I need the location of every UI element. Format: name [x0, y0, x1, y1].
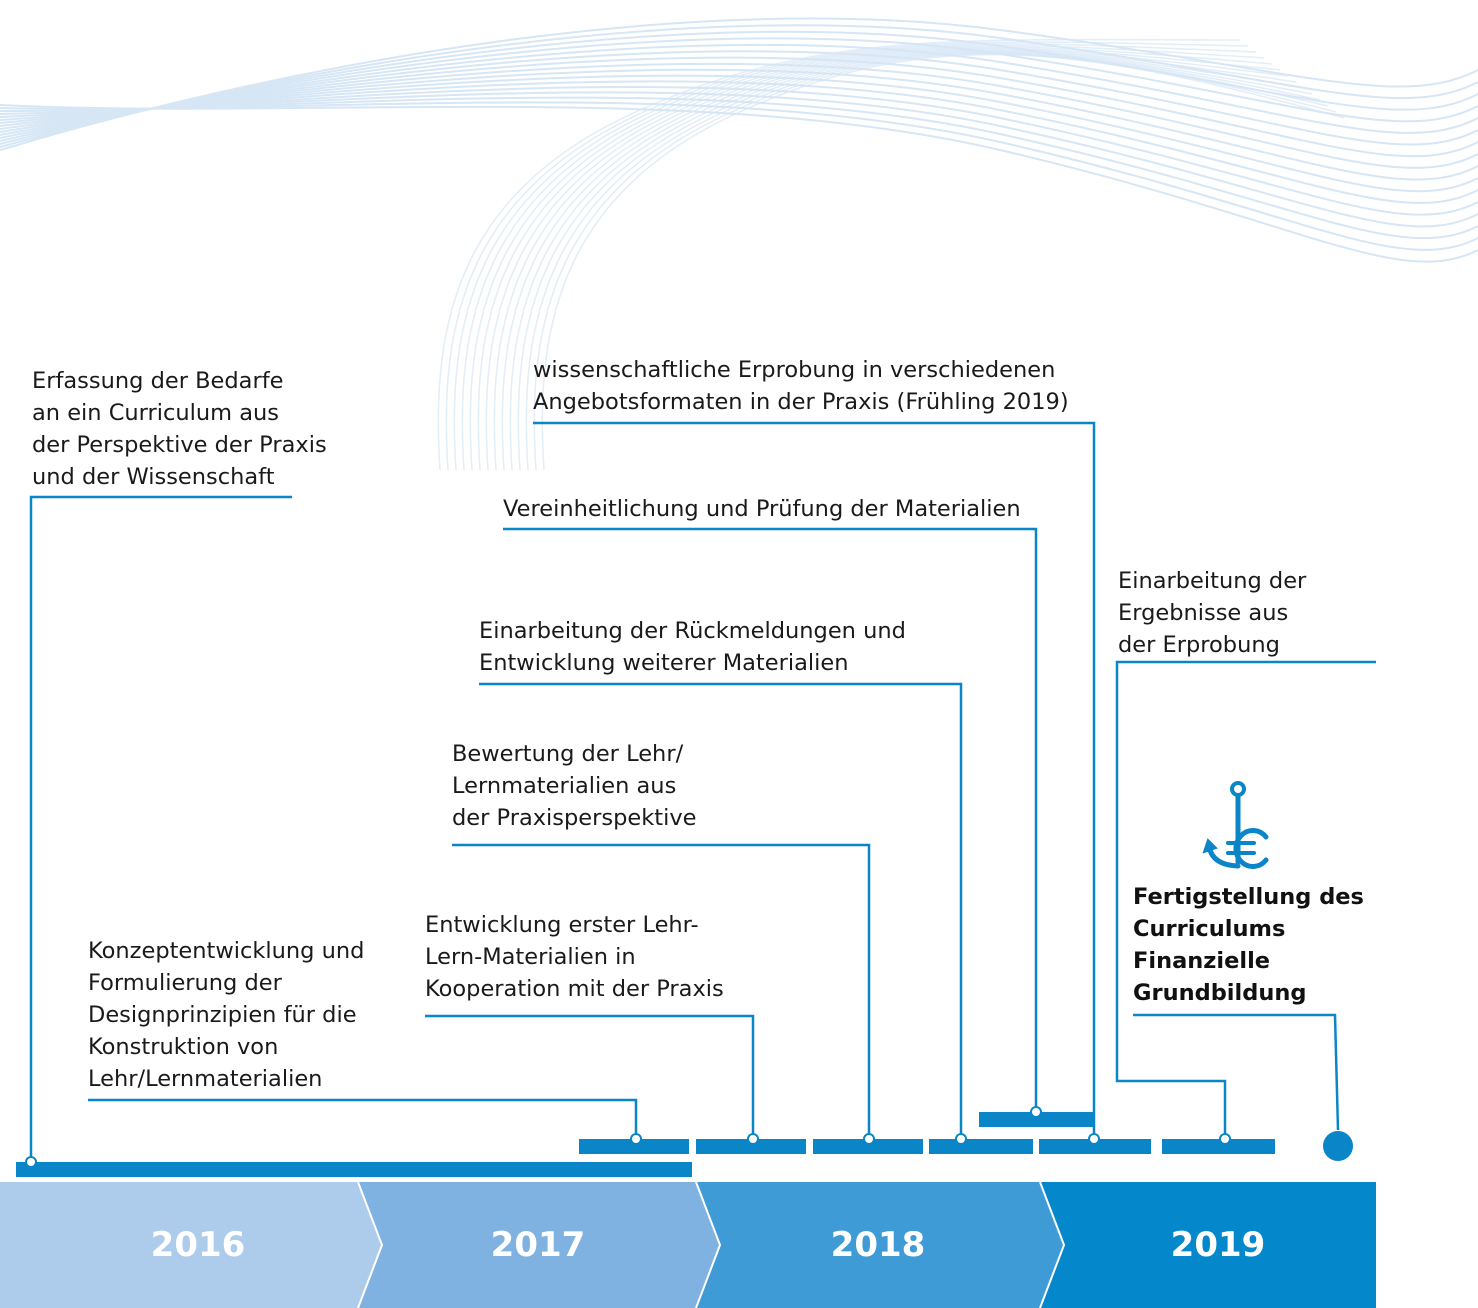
connector-konzept	[88, 1098, 638, 1138]
background-wave-line	[445, 41, 1249, 471]
background-wave-line	[453, 43, 1257, 471]
background-wave-line	[0, 91, 1478, 228]
connector-bedarfe	[29, 495, 292, 1161]
background-wave-line	[0, 101, 1478, 251]
background-wave-line	[0, 56, 1478, 158]
year-label-2019: 2019	[1170, 1225, 1266, 1265]
background-wave-line	[0, 96, 1478, 240]
year-segment-2017	[358, 1182, 720, 1308]
milestone-label-vereinheitlichung: Vereinheitlichung und Prüfung der Materi…	[503, 496, 1021, 522]
background-wave-line	[509, 50, 1313, 471]
background-wave-line	[0, 17, 1478, 151]
phase-bar-erprobung	[1039, 1139, 1151, 1154]
year-label-2017: 2017	[490, 1225, 586, 1265]
phase-bar-entwicklung	[696, 1139, 806, 1154]
phase-bar-rueckmeldungen	[929, 1139, 1033, 1154]
dot-entwicklung	[747, 1133, 759, 1145]
background-wave-line	[0, 68, 1478, 181]
milestone-label-fertigstellung: Fertigstellung des Curriculums Finanziel…	[1133, 884, 1364, 1006]
phase-bar-vereinheitlichung	[979, 1112, 1093, 1127]
year-segment-2018	[696, 1182, 1064, 1308]
chevron-separator	[695, 1181, 722, 1308]
background-wave-line	[477, 47, 1281, 471]
connector-bewertung	[452, 843, 871, 1138]
background-wave-line	[461, 44, 1265, 471]
background-wave-line	[0, 37, 1478, 142]
background-wave-line	[517, 51, 1321, 471]
connector-vereinheitlichung	[503, 527, 1038, 1111]
milestone-label-bewertung: Bewertung der Lehr/ Lernmaterialien aus …	[452, 741, 697, 831]
background-wave-line	[485, 48, 1289, 471]
year-label-2016: 2016	[150, 1225, 246, 1265]
connector-fertigstellung	[1133, 1013, 1340, 1131]
milestone-label-rueckmeldungen: Einarbeitung der Rückmeldungen und Entwi…	[479, 618, 906, 676]
connector-erprobung	[533, 421, 1096, 1138]
milestone-label-konzept: Konzeptentwicklung und Formulierung der …	[88, 938, 365, 1092]
connector-dots	[25, 1106, 1231, 1168]
anchor-euro-icon	[1202, 781, 1269, 869]
milestone-label-ergebnisse: Einarbeitung der Ergebnisse aus der Erpr…	[1118, 568, 1307, 658]
connector-entwicklung	[425, 1014, 755, 1138]
milestone-label-entwicklung: Entwicklung erster Lehr- Lern-Materialie…	[425, 912, 724, 1002]
background-wave-line	[0, 80, 1478, 204]
background-wave-line	[541, 53, 1345, 471]
background-wave-line	[0, 62, 1478, 169]
year-segment-2016	[0, 1182, 382, 1308]
background-wave-line	[0, 86, 1478, 216]
connector-ergebnisse	[1115, 660, 1376, 1138]
milestone-label-bedarfe: Erfassung der Bedarfe an ein Curriculum …	[32, 368, 327, 490]
chevron-separator	[1039, 1181, 1066, 1308]
dot-erprobung	[1088, 1133, 1100, 1145]
dot-bewertung	[863, 1133, 875, 1145]
year-label-2018: 2018	[830, 1225, 926, 1265]
background-wave-line	[0, 30, 1478, 145]
connector-rueckmeldungen	[479, 682, 963, 1138]
background-wave-line	[0, 74, 1478, 193]
connector-lines	[29, 421, 1376, 1161]
dot-konzept	[630, 1133, 642, 1145]
background-wave-line	[501, 50, 1305, 471]
phase-bar-bedarfe	[16, 1162, 692, 1177]
background-wave-line	[0, 104, 1478, 263]
phase-bar-bewertung	[813, 1139, 923, 1154]
phase-bar-ergebnisse	[1162, 1139, 1275, 1154]
background-wave-line	[469, 46, 1273, 471]
phase-bars	[16, 1112, 1275, 1177]
year-segment-2019	[1040, 1182, 1376, 1308]
background-wave-line	[437, 38, 1241, 471]
background-wave-line	[0, 24, 1478, 148]
phase-bar-konzept	[579, 1139, 689, 1154]
dot-ergebnisse	[1219, 1133, 1231, 1145]
background-wave-line	[493, 49, 1297, 471]
dot-bedarfe	[25, 1156, 37, 1168]
chevron-separator	[357, 1181, 384, 1308]
milestone-label-erprobung: wissenschaftliche Erprobung in verschied…	[533, 357, 1069, 415]
final-milestone-dot	[1323, 1131, 1353, 1161]
background-wave-line	[525, 52, 1329, 471]
dot-rueckmeldungen	[955, 1133, 967, 1145]
dot-vereinheitlichung	[1030, 1106, 1042, 1118]
